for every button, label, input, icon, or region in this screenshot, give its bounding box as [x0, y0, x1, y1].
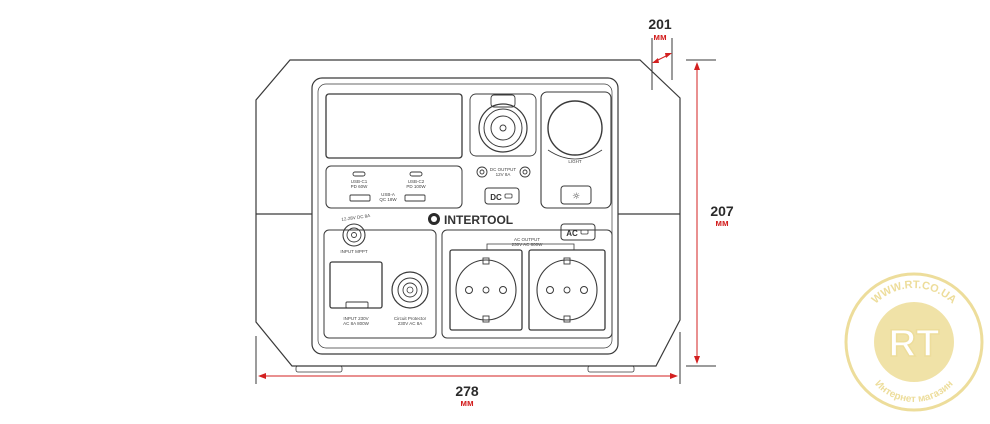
bulb-icon: ☼: [572, 192, 580, 202]
dc-button[interactable]: DC: [484, 187, 520, 205]
usb-c2-port: [409, 171, 423, 177]
width-value: 278: [455, 383, 479, 399]
height-unit: мм: [715, 218, 729, 228]
height-dimension: [686, 59, 716, 367]
svg-text:AC: AC: [566, 229, 578, 238]
dc-input-port: [342, 223, 366, 247]
depth-value: 201: [648, 16, 672, 32]
svg-text:INTERTOOL: INTERTOOL: [444, 213, 513, 227]
ac-input-panel: [323, 229, 437, 339]
foot-right: [587, 365, 635, 373]
height-value: 207: [710, 203, 734, 219]
device-outline: [255, 59, 681, 367]
rt-watermark: WWW.RT.CO.UA Интернет магазин RT: [844, 272, 984, 412]
dc-input-label: 12-28V DC 8A: [341, 213, 370, 222]
dc-5521-ports: [476, 166, 531, 178]
ac-socket-left: [449, 249, 523, 331]
ac-output-panel: [441, 229, 613, 339]
car-socket: [469, 93, 537, 157]
brand-logo: INTERTOOL: [428, 213, 513, 227]
lcd-screen: [325, 93, 463, 159]
depth-dimension: [651, 38, 673, 90]
ac-button[interactable]: AC: [560, 223, 596, 241]
svg-text:DC: DC: [490, 193, 502, 202]
usb-panel: [325, 165, 463, 209]
watermark-logo: RT: [889, 323, 940, 365]
light-button[interactable]: ☼: [560, 185, 592, 205]
circuit-protector: [391, 271, 429, 309]
input-mppt-label: INPUT MPPT: [340, 249, 367, 254]
light-module: [540, 91, 612, 209]
usb-a2-port: [404, 194, 426, 202]
width-dimension: [255, 332, 681, 384]
power-station: [255, 59, 681, 373]
usb-c1-port: [352, 171, 366, 177]
ac-input-port: [329, 261, 383, 309]
ac-socket-right: [528, 249, 606, 331]
front-panel: [311, 77, 619, 355]
depth-unit: мм: [653, 32, 667, 42]
svg-text:Интернет магазин: Интернет магазин: [873, 379, 956, 405]
usb-a1-port: [349, 194, 371, 202]
width-unit: мм: [460, 398, 474, 408]
light-label: LIGHT: [568, 159, 582, 164]
foot-left: [295, 365, 343, 373]
